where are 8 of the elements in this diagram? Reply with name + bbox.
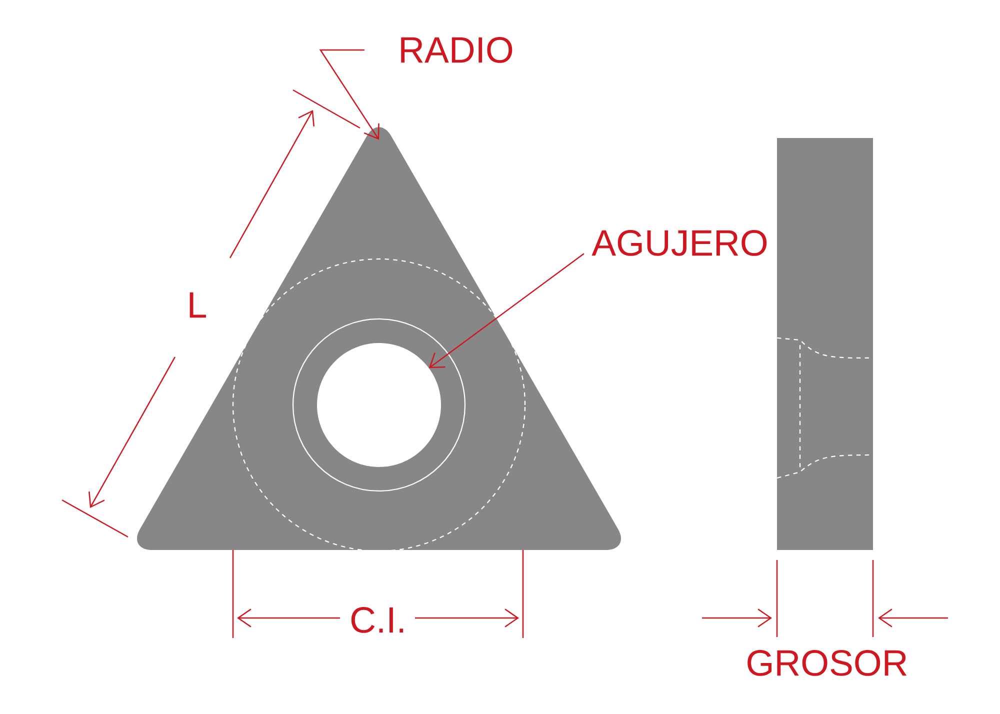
leader-line [428, 253, 584, 368]
dimension-label: GROSOR [748, 650, 907, 676]
dimension-label: L [190, 292, 206, 318]
callout-label: RADIO [401, 37, 512, 63]
callout-label: AGUJERO [592, 230, 767, 256]
leader-line [319, 49, 380, 140]
hole [292, 318, 466, 492]
dimension-label: C.I. [351, 607, 404, 633]
